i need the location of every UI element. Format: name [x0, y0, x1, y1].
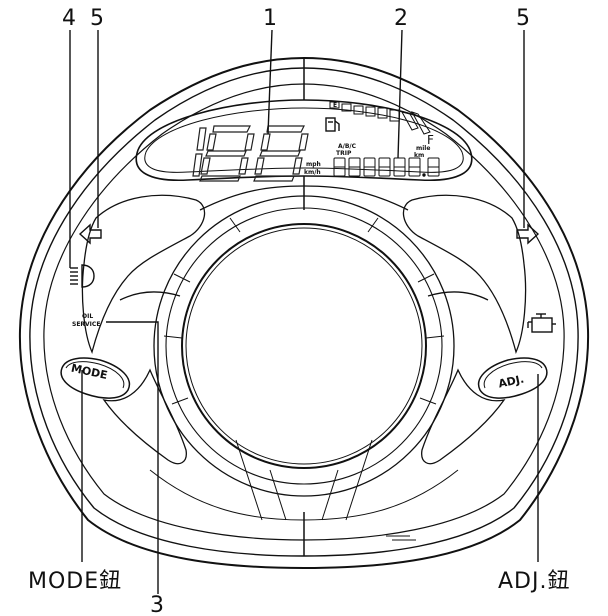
odo-digits: [333, 157, 440, 177]
odo-km-label: km: [414, 152, 424, 159]
odometer-display: A/B/C TRIP mile km: [333, 143, 440, 177]
odo-mile-label: mile: [416, 145, 430, 152]
callout-5-right: 5: [516, 6, 530, 31]
adj-button-label: ADJ.鈕: [498, 569, 570, 594]
speed-digit-2: [199, 125, 255, 182]
callout-5-left: 5: [90, 6, 104, 31]
fuel-empty-mark: E: [333, 102, 337, 109]
odo-trip-label: TRIP: [336, 150, 352, 157]
odo-ab-label: A/B/C: [338, 143, 357, 150]
left-wing: [81, 185, 305, 465]
speed-unit-kmh: km/h: [304, 169, 321, 176]
lower-panel-lines: [149, 439, 459, 541]
fuel-gauge: E F: [325, 101, 434, 147]
speed-digit-1: [192, 127, 207, 177]
engine-check-icon: [527, 313, 556, 333]
mode-button-label: MODE鈕: [28, 569, 122, 594]
callout-1: 1: [263, 6, 277, 31]
right-wing: [303, 185, 527, 465]
fuel-bars: [329, 101, 431, 135]
leader-lines: [69, 29, 539, 594]
adj-button-text: ADJ.: [497, 372, 525, 390]
oil-service-line1: OIL: [82, 313, 93, 320]
speed-display: mph km/h: [192, 125, 321, 182]
speed-digit-3: [253, 125, 309, 182]
adj-button[interactable]: ADJ.: [477, 357, 548, 399]
callout-4: 4: [62, 6, 76, 31]
left-turn-arrow-icon: [78, 223, 102, 245]
high-beam-icon: [70, 264, 95, 288]
main-dial: [153, 195, 455, 497]
oil-service-indicator: OIL SERVICE: [72, 313, 100, 328]
fuel-full-mark: F: [427, 133, 434, 147]
callout-3: 3: [150, 593, 164, 616]
oil-service-line2: SERVICE: [72, 321, 100, 328]
callout-2: 2: [394, 6, 408, 31]
outer-housing: [18, 56, 590, 570]
fuel-pump-icon: [325, 117, 340, 132]
mode-button[interactable]: MODE: [60, 357, 131, 399]
speed-unit-mph: mph: [306, 161, 321, 168]
right-turn-arrow-icon: [516, 223, 540, 245]
